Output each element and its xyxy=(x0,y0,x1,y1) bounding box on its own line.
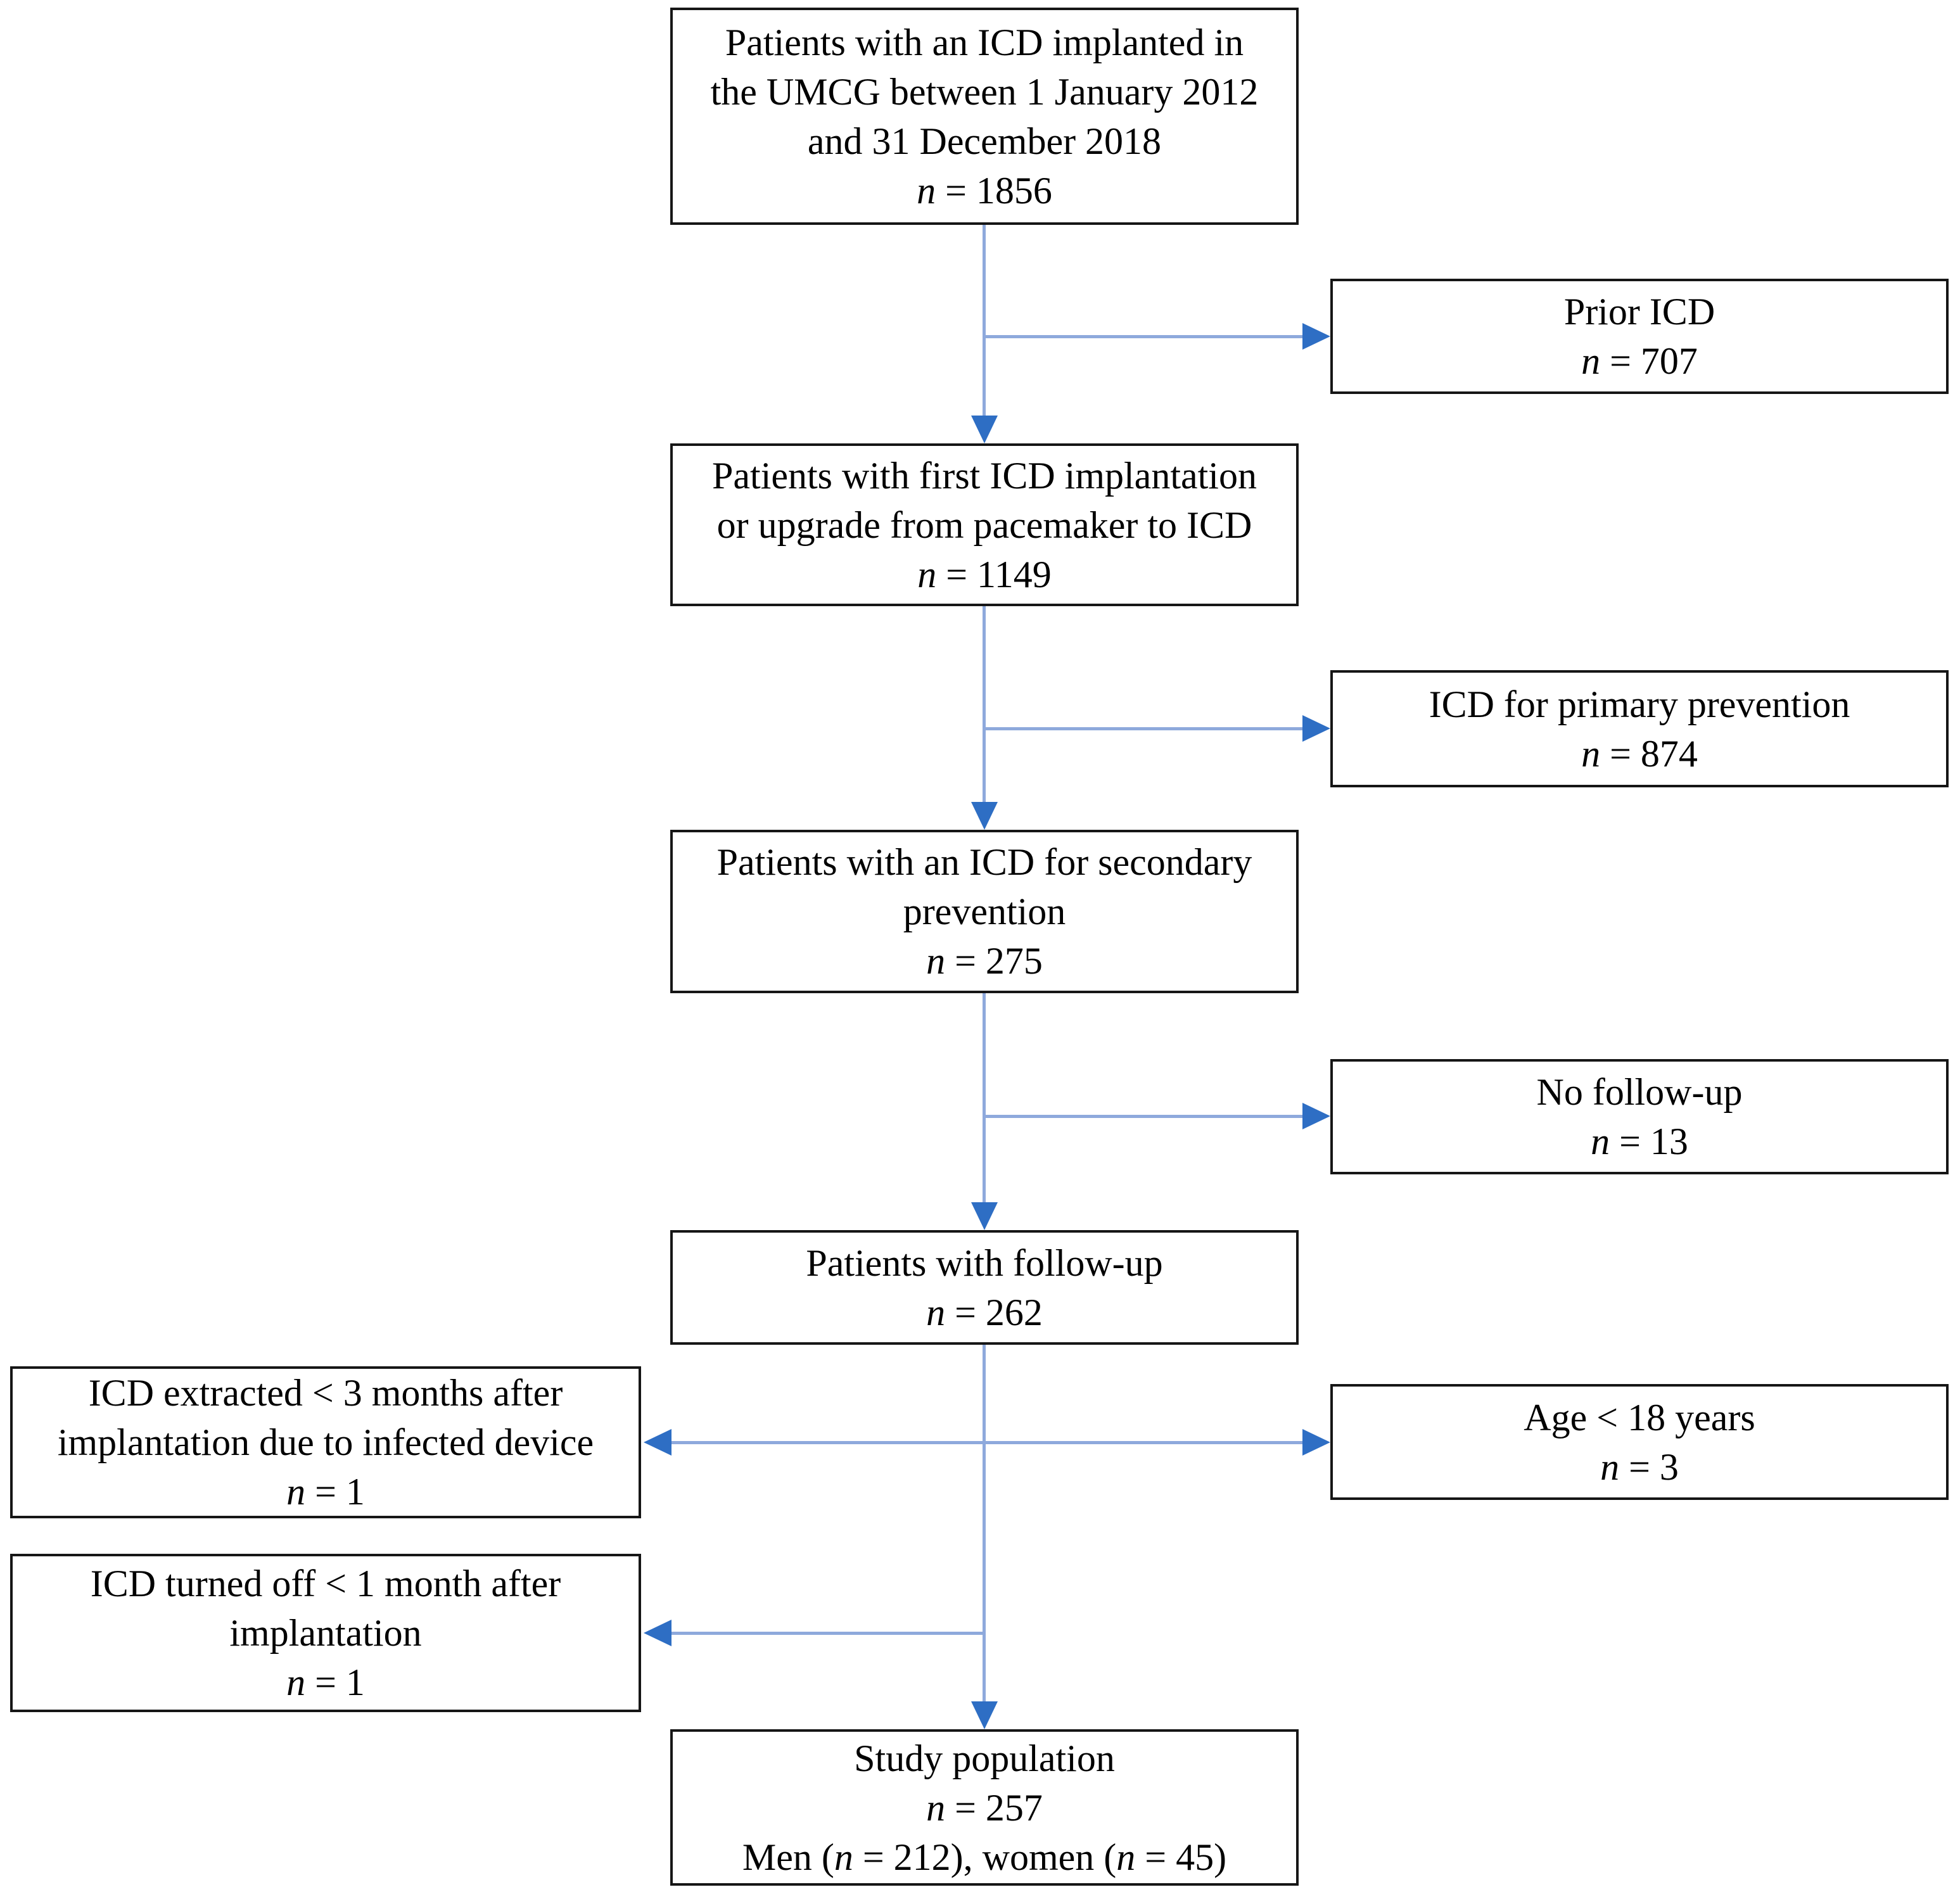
node-count: n = 13 xyxy=(1591,1117,1688,1166)
text-segment: Men ( xyxy=(742,1836,834,1878)
node-count: n = 262 xyxy=(926,1288,1043,1337)
node-line: or upgrade from pacemaker to ICD xyxy=(716,504,1252,546)
arrowhead-right-icon xyxy=(1302,715,1330,742)
node-line: Patients with an ICD implanted in xyxy=(725,21,1244,63)
node-study-population: Study population n = 257 Men (n = 212), … xyxy=(670,1729,1299,1886)
node-count: n = 257 xyxy=(926,1783,1043,1832)
node-count: n = 707 xyxy=(1581,336,1698,386)
connector-to-prior-icd xyxy=(983,335,1302,338)
node-count: n = 874 xyxy=(1581,729,1698,778)
n-symbol: n xyxy=(834,1836,853,1878)
node-count: n = 3 xyxy=(1600,1442,1679,1492)
node-line: ICD extracted < 3 months after xyxy=(88,1372,563,1414)
connector-secondary-to-followup xyxy=(983,993,986,1202)
text-segment: = 45) xyxy=(1135,1836,1227,1878)
node-count: n = 1 xyxy=(286,1658,365,1707)
node-line: prevention xyxy=(903,891,1066,932)
node-count: n = 1149 xyxy=(917,550,1052,599)
n-value: = 3 xyxy=(1619,1445,1679,1488)
node-line: ICD turned off < 1 month after xyxy=(90,1563,561,1604)
arrowhead-down-icon xyxy=(971,802,998,830)
node-line: Patients with follow-up xyxy=(806,1242,1163,1284)
node-line: the UMCG between 1 January 2012 xyxy=(710,70,1259,113)
arrowhead-down-icon xyxy=(971,1202,998,1230)
connector-followup-to-study xyxy=(983,1345,986,1701)
arrowhead-right-icon xyxy=(1302,1429,1330,1456)
node-line: Study population xyxy=(854,1737,1115,1779)
n-symbol: n xyxy=(1581,732,1601,775)
n-value: = 13 xyxy=(1610,1121,1688,1162)
connector-to-extracted-and-age xyxy=(671,1441,1302,1444)
node-age-under-18: Age < 18 years n = 3 xyxy=(1330,1384,1949,1500)
arrowhead-right-icon xyxy=(1302,1103,1330,1129)
node-icd-turned-off: ICD turned off < 1 month after implantat… xyxy=(10,1554,641,1712)
n-value: = 262 xyxy=(945,1291,1043,1333)
arrowhead-down-icon xyxy=(971,416,998,443)
node-line: and 31 December 2018 xyxy=(807,120,1162,162)
arrowhead-down-icon xyxy=(971,1701,998,1729)
n-value: = 1 xyxy=(305,1661,365,1703)
node-prior-icd: Prior ICD n = 707 xyxy=(1330,279,1949,394)
node-line: implantation xyxy=(229,1612,422,1654)
arrowhead-right-icon xyxy=(1302,323,1330,350)
n-symbol: n xyxy=(286,1661,306,1703)
node-line: Patients with first ICD implantation xyxy=(712,454,1257,497)
connector-first-to-secondary xyxy=(983,606,986,802)
n-symbol: n xyxy=(926,1291,946,1333)
node-icd-implanted: Patients with an ICD implanted in the UM… xyxy=(670,8,1299,225)
node-no-follow-up: No follow-up n = 13 xyxy=(1330,1059,1949,1174)
n-value: = 257 xyxy=(945,1786,1043,1829)
n-symbol: n xyxy=(286,1471,306,1513)
node-line: implantation due to infected device xyxy=(57,1421,594,1463)
node-primary-prevention: ICD for primary prevention n = 874 xyxy=(1330,670,1949,787)
node-first-implantation: Patients with first ICD implantation or … xyxy=(670,443,1299,606)
connector-to-no-follow-up xyxy=(983,1115,1302,1118)
n-symbol: n xyxy=(1581,340,1601,382)
node-line: Patients with an ICD for secondary xyxy=(716,841,1252,883)
n-value: = 707 xyxy=(1600,340,1698,382)
n-symbol: n xyxy=(926,1786,946,1829)
n-value: = 874 xyxy=(1600,732,1698,775)
node-with-follow-up: Patients with follow-up n = 262 xyxy=(670,1230,1299,1345)
n-symbol: n xyxy=(1600,1445,1620,1488)
n-symbol: n xyxy=(926,940,946,982)
connector-implanted-to-first xyxy=(983,225,986,416)
n-value: = 1149 xyxy=(936,553,1052,595)
connector-to-primary-prevention xyxy=(983,727,1302,730)
node-icd-extracted: ICD extracted < 3 months after implantat… xyxy=(10,1366,641,1518)
node-secondary-prevention: Patients with an ICD for secondary preve… xyxy=(670,830,1299,993)
n-symbol: n xyxy=(917,553,937,595)
node-count: n = 1856 xyxy=(917,166,1052,215)
arrowhead-left-icon xyxy=(644,1620,671,1646)
node-line: Age < 18 years xyxy=(1524,1396,1755,1439)
n-symbol: n xyxy=(917,169,936,212)
node-count: n = 1 xyxy=(286,1467,365,1516)
n-symbol: n xyxy=(1591,1121,1610,1162)
node-line: ICD for primary prevention xyxy=(1429,683,1850,725)
node-count: n = 275 xyxy=(926,936,1043,986)
arrowhead-left-icon xyxy=(644,1429,671,1456)
n-symbol: n xyxy=(1116,1836,1136,1878)
n-value: = 1 xyxy=(305,1471,365,1513)
text-segment: = 212), women ( xyxy=(853,1836,1117,1878)
node-line: Prior ICD xyxy=(1563,291,1715,333)
node-sex-breakdown: Men (n = 212), women (n = 45) xyxy=(742,1832,1226,1882)
n-value: = 1856 xyxy=(936,169,1052,212)
node-line: No follow-up xyxy=(1536,1071,1743,1113)
connector-to-turned-off xyxy=(671,1632,984,1635)
n-value: = 275 xyxy=(945,940,1043,982)
